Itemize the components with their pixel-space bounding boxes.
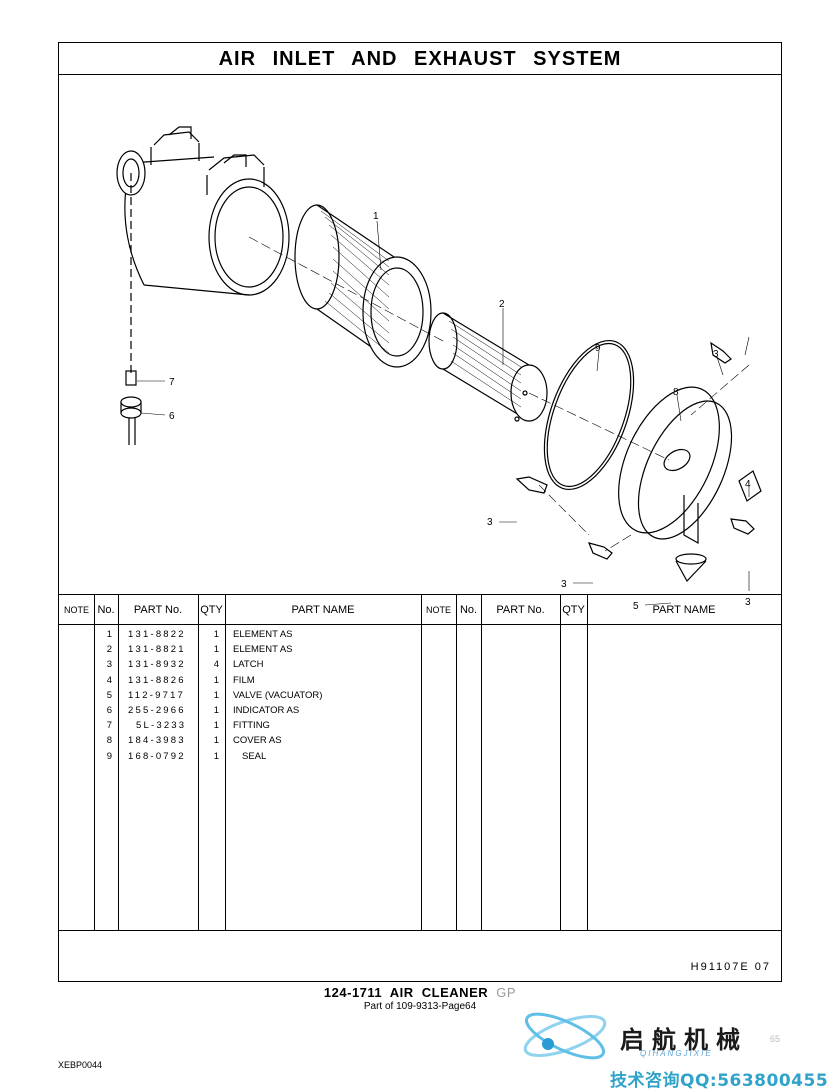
row-part-name: FILM bbox=[233, 674, 255, 686]
col-header-no: No. bbox=[459, 604, 478, 616]
table-row: 2 131-8821 1 ELEMENT AS bbox=[59, 642, 421, 657]
table-row: 5 112-9717 1 VALVE (VACUATOR) bbox=[59, 688, 421, 703]
row-qty: 4 bbox=[213, 659, 219, 671]
seal-ring bbox=[543, 339, 635, 491]
col-header-note: NOTE bbox=[63, 605, 89, 615]
row-no: 9 bbox=[106, 750, 112, 762]
table-row: 1 131-8822 1 ELEMENT AS bbox=[59, 627, 421, 642]
page-number: 65 bbox=[770, 1034, 781, 1044]
row-part-no: 131-8826 bbox=[128, 674, 186, 686]
row-part-name: FITTING bbox=[233, 720, 270, 732]
row-no: 1 bbox=[106, 629, 112, 640]
callout-label: 3 bbox=[713, 349, 719, 360]
col-header-no: No. bbox=[97, 604, 115, 616]
row-part-no: 184-3983 bbox=[128, 735, 186, 747]
row-qty: 1 bbox=[213, 750, 219, 762]
row-qty: 1 bbox=[213, 674, 219, 686]
col-header-qty: QTY bbox=[200, 604, 223, 616]
row-no: 5 bbox=[106, 689, 112, 701]
row-part-no: 255-2966 bbox=[128, 705, 186, 716]
row-part-no: 131-8932 bbox=[128, 659, 186, 671]
latch bbox=[515, 476, 548, 494]
cover-assembly bbox=[618, 386, 733, 583]
watermark-brand: 启航机械 bbox=[620, 1026, 748, 1054]
col-header-part-no: PART No. bbox=[496, 604, 545, 616]
row-part-no: 168-0792 bbox=[128, 750, 186, 762]
col-header-part-no: PART No. bbox=[133, 604, 183, 616]
row-part-no: 131-8821 bbox=[128, 644, 186, 656]
callout-label: 5 bbox=[633, 601, 639, 612]
row-qty: 1 bbox=[213, 735, 219, 747]
table-row: 4 131-8826 1 FILM bbox=[59, 673, 421, 688]
row-no: 6 bbox=[106, 705, 112, 716]
row-no: 8 bbox=[106, 735, 112, 747]
row-part-name: ELEMENT AS bbox=[233, 629, 293, 640]
page-title: AIR INLET AND EXHAUST SYSTEM bbox=[59, 43, 781, 75]
row-part-no: 5L-3233 bbox=[136, 720, 187, 732]
callout-label: 8 bbox=[673, 387, 679, 398]
row-part-no: 131-8822 bbox=[128, 629, 186, 640]
col-header-qty: QTY bbox=[562, 604, 585, 616]
row-part-name: VALVE (VACUATOR) bbox=[233, 689, 323, 701]
row-qty: 1 bbox=[213, 644, 219, 656]
table-row: 9 168-0792 1 SEAL bbox=[59, 749, 421, 764]
row-qty: 1 bbox=[213, 720, 219, 732]
part-of-reference: Part of 109-9313-Page64 bbox=[363, 1001, 477, 1012]
group-caption: 124-1711 AIR CLEANER GP bbox=[0, 985, 840, 1000]
callout-label: 6 bbox=[169, 411, 175, 422]
latch bbox=[730, 518, 755, 535]
callout-label: 3 bbox=[745, 597, 751, 608]
row-part-name: SEAL bbox=[242, 750, 267, 762]
exploded-view-diagram: 1 2 9 3 8 7 6 4 3 3 3 5 3 bbox=[116, 126, 762, 612]
row-part-name: LATCH bbox=[233, 659, 264, 671]
group-number: 124-1711 bbox=[323, 985, 383, 1000]
vacuum-indicator bbox=[120, 173, 142, 445]
row-part-name: INDICATOR AS bbox=[233, 705, 300, 716]
callout-label: 4 bbox=[745, 479, 751, 490]
table-header bbox=[59, 595, 781, 625]
group-suffix: GP bbox=[496, 985, 517, 1000]
inner-filter-element bbox=[428, 312, 548, 422]
col-header-note: NOTE bbox=[425, 605, 451, 615]
parts-page-frame: AIR INLET AND EXHAUST SYSTEM bbox=[58, 42, 782, 982]
row-no: 4 bbox=[106, 674, 112, 686]
callout-label: 3 bbox=[561, 579, 567, 590]
callout-label: 2 bbox=[499, 299, 505, 310]
drawing-code: H91107E 07 bbox=[690, 961, 771, 973]
air-cleaner-housing bbox=[116, 126, 290, 296]
watermark-pinyin: QIHANGJIXIE bbox=[640, 1049, 713, 1058]
table-row: 7 5L-3233 1 FITTING bbox=[59, 718, 421, 733]
parts-list-table: NOTE No. PART No. QTY PART NAME NOTE No.… bbox=[59, 594, 781, 930]
table-row: 8 184-3983 1 COVER AS bbox=[59, 733, 421, 748]
film bbox=[738, 470, 762, 502]
row-no: 2 bbox=[106, 644, 112, 656]
callout-label: 3 bbox=[487, 517, 493, 528]
callout-label: 7 bbox=[169, 377, 175, 388]
group-name: AIR CLEANER bbox=[389, 985, 489, 1000]
outer-filter-element bbox=[294, 204, 432, 368]
row-part-no: 112-9717 bbox=[128, 689, 186, 701]
row-qty: 1 bbox=[213, 629, 219, 640]
document-code: XEBP0044 bbox=[58, 1060, 103, 1070]
col-header-part-name: PART NAME bbox=[652, 604, 716, 616]
latch bbox=[587, 542, 613, 560]
table-row: 3 131-8932 4 LATCH bbox=[59, 657, 421, 672]
callout-label: 1 bbox=[373, 211, 379, 222]
watermark-contact: 技术咨询QQ:563800455 bbox=[610, 1071, 829, 1091]
col-header-part-name: PART NAME bbox=[291, 604, 355, 616]
callout-label: 9 bbox=[595, 343, 601, 354]
watermark-logo-icon bbox=[523, 1012, 607, 1060]
row-qty: 1 bbox=[213, 689, 219, 701]
row-part-name: ELEMENT AS bbox=[233, 644, 293, 656]
drawing-footer: H91107E 07 bbox=[59, 930, 781, 981]
row-no: 7 bbox=[106, 720, 112, 732]
table-row: 6 255-2966 1 INDICATOR AS bbox=[59, 703, 421, 718]
row-part-name: COVER AS bbox=[233, 735, 282, 747]
latch bbox=[710, 341, 732, 364]
row-no: 3 bbox=[106, 659, 112, 671]
row-qty: 1 bbox=[213, 705, 219, 716]
